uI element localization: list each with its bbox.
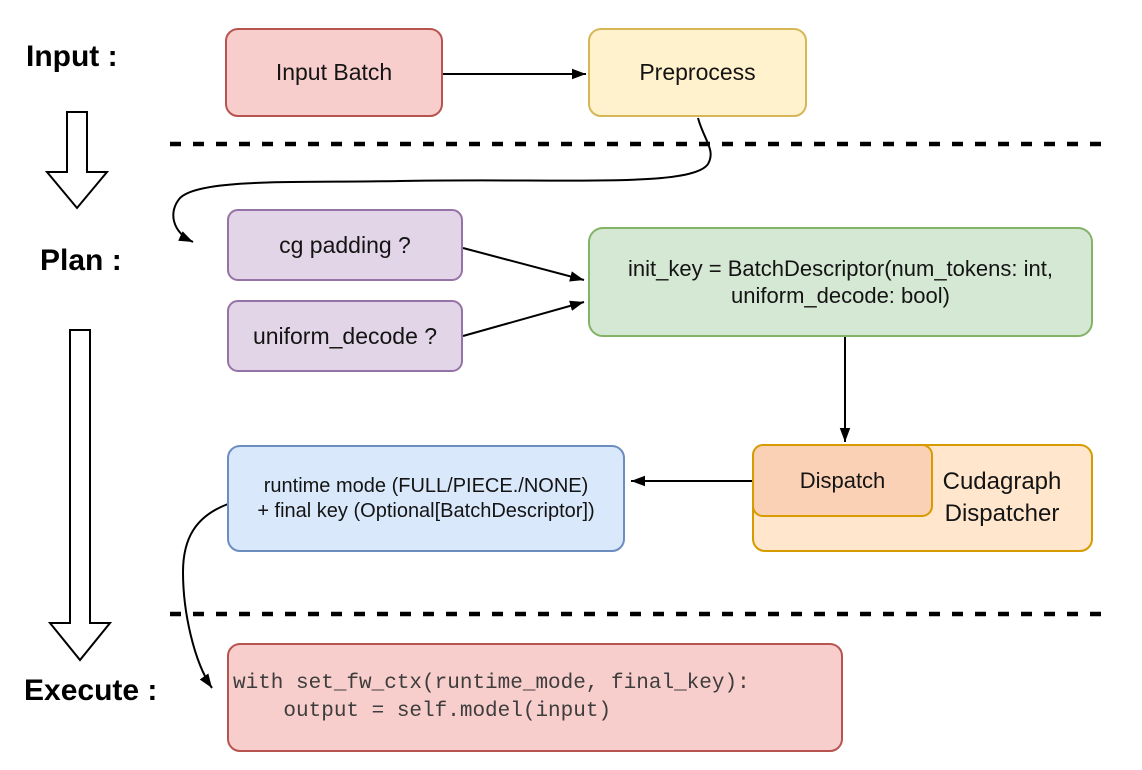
dispatch-node: Dispatch [752,444,933,517]
stage-arrow-plan-to-execute-icon [47,329,113,662]
init-key-node: init_key = BatchDescriptor(num_tokens: i… [588,227,1093,337]
preprocess-label: Preprocess [639,59,756,86]
input-batch-node: Input Batch [225,28,443,117]
runtime-mode-node: runtime mode (FULL/PIECE./NONE) + final … [227,445,625,552]
cg-padding-label: cg padding ? [279,231,411,258]
input-batch-label: Input Batch [275,59,393,86]
runtime-mode-line2: + final key (Optional[BatchDescriptor]) [257,499,595,522]
uniform-decode-node: uniform_decode ? [227,300,463,372]
arrow-cgpadding-to-initkey [462,247,585,282]
stage-label-execute: Execute : [24,674,158,707]
runtime-mode-line1: runtime mode (FULL/PIECE./NONE) [263,474,589,497]
arrow-preprocess-to-cgpadding [172,117,712,243]
execute-code-line2: output = self.model(input) [233,699,612,723]
cg-padding-node: cg padding ? [227,209,463,281]
init-key-line2: uniform_decode: bool) [731,283,950,308]
execute-code-node: with set_fw_ctx(runtime_mode, final_key)… [227,643,843,752]
stage-label-input: Input : [26,40,118,73]
preprocess-node: Preprocess [588,28,807,117]
uniform-decode-label: uniform_decode ? [252,322,438,349]
stage-arrow-input-to-plan-icon [44,111,110,210]
cudagraph-dispatcher-line2: Dispatcher [944,500,1060,527]
cudagraph-dispatcher-line1: Cudagraph [942,467,1062,495]
arrow-runtime-to-executecode [181,503,229,689]
cudagraph-dispatcher-label: Cudagraph Dispatcher [919,446,1085,550]
arrow-uniformdecode-to-initkey [462,300,585,337]
stage-label-plan: Plan : [40,244,122,277]
execute-code-line1: with set_fw_ctx(runtime_mode, final_key)… [233,672,750,696]
init-key-line1: init_key = BatchDescriptor(num_tokens: i… [628,255,1053,281]
dispatch-label: Dispatch [799,467,886,493]
